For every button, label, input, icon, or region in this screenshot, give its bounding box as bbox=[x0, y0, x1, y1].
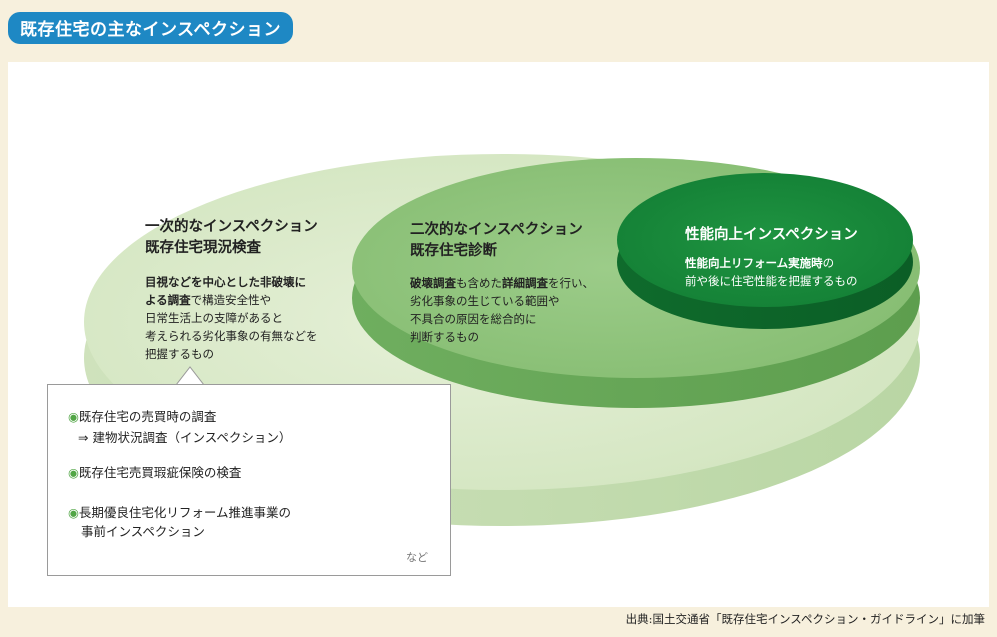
callout-item-long-term-reform: ◉長期優良住宅化リフォーム推進事業の 事前インスペクション bbox=[68, 505, 292, 539]
inner-description: 性能向上リフォーム実施時の 前や後に住宅性能を把握するもの bbox=[685, 256, 858, 288]
inner-ellipse-top bbox=[617, 173, 913, 307]
etc-label: など bbox=[406, 551, 428, 564]
middle-heading: 二次的なインスペクション 既存住宅診断 bbox=[410, 222, 583, 259]
examples-callout: ◉既存住宅の売買時の調査 ⇒ 建物状況調査（インスペクション） ◉既存住宅売買瑕… bbox=[47, 384, 451, 576]
inner-heading: 性能向上インスペクション bbox=[685, 227, 858, 243]
bullet-icon: ◉ bbox=[68, 505, 79, 520]
page-title: 既存住宅の主なインスペクション bbox=[8, 12, 293, 44]
bullet-icon: ◉ bbox=[68, 465, 79, 480]
middle-description: 破壊調査も含めた詳細調査を行い、 劣化事象の生じている範囲や 不具合の原因を総合… bbox=[410, 276, 594, 344]
callout-item-insurance: ◉既存住宅売買瑕疵保険の検査 bbox=[68, 465, 242, 480]
outer-description: 目視などを中心とした非破壊に よる調査で構造安全性や 日常生活上の支障があると … bbox=[145, 275, 318, 361]
bullet-icon: ◉ bbox=[68, 409, 79, 424]
outer-heading: 一次的なインスペクション 既存住宅現況検査 bbox=[145, 219, 318, 256]
source-citation: 出典:国土交通省「既存住宅インスペクション・ガイドライン」に加筆 bbox=[625, 612, 985, 626]
callout-item-sale-survey-sub: ⇒ 建物状況調査（インスペクション） bbox=[78, 430, 292, 445]
callout-item-sale-survey: ◉既存住宅の売買時の調査 bbox=[68, 409, 217, 424]
